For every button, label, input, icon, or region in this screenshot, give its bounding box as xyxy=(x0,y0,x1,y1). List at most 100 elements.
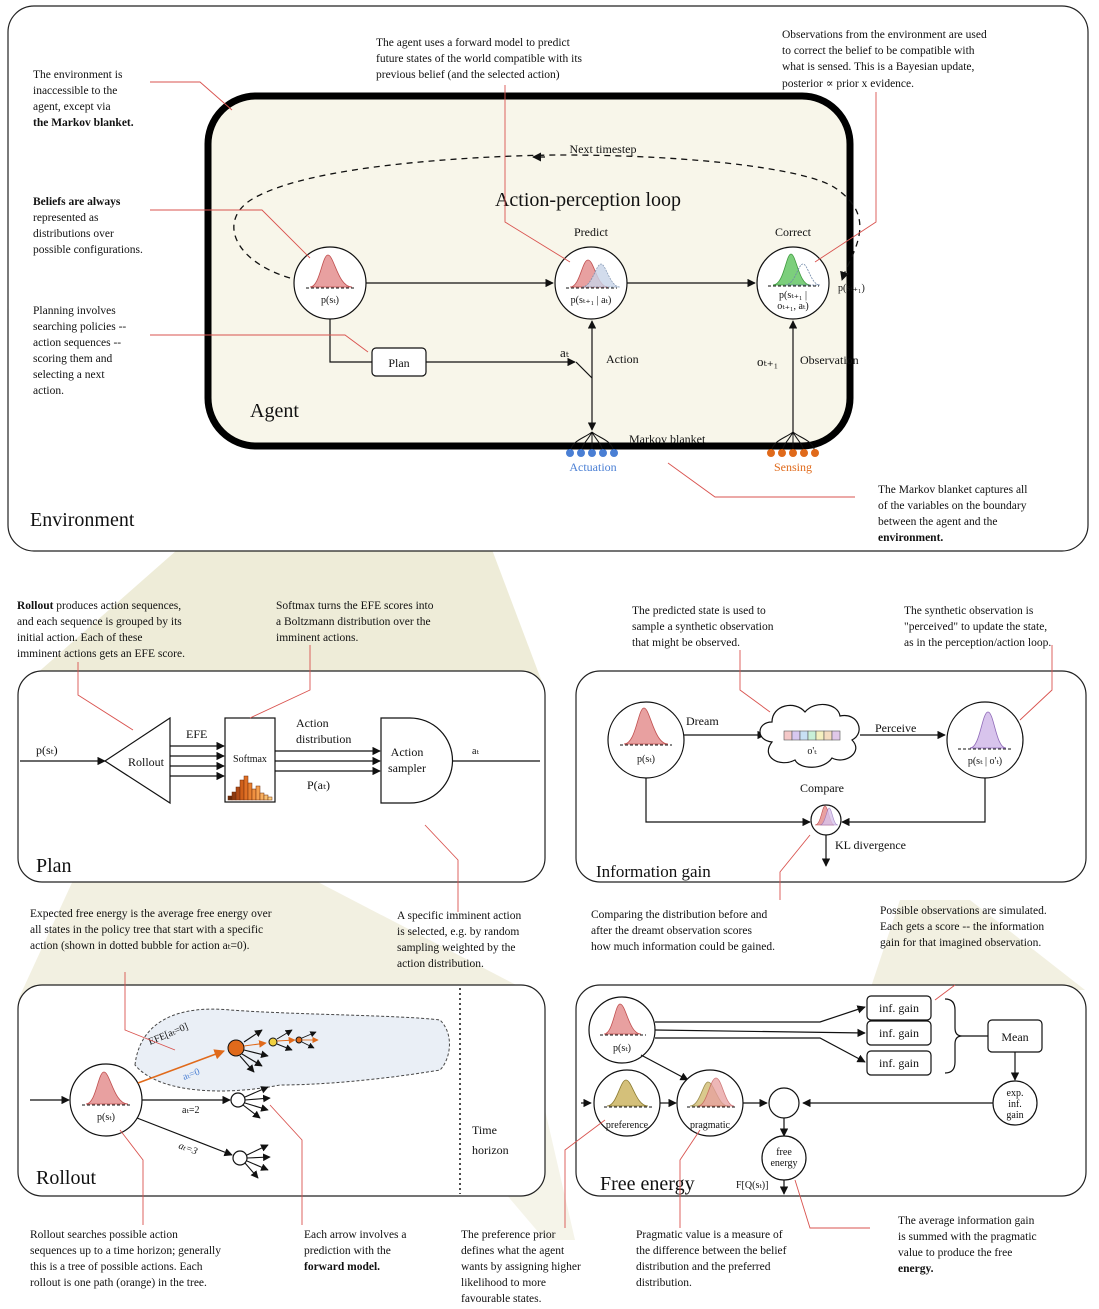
belief-curve xyxy=(309,254,353,288)
node-a2-children xyxy=(242,1086,271,1119)
node-a0-children xyxy=(239,1029,269,1073)
ann-compare: Comparing the distribution before and af… xyxy=(591,909,775,953)
posterior-curve xyxy=(969,711,1007,749)
svg-text:previous belief (and the selec: previous belief (and the selected action… xyxy=(376,69,560,81)
ann-preference: The preference prior defines what the ag… xyxy=(461,1229,581,1305)
branch-a2-label: aₜ=2 xyxy=(182,1105,200,1116)
node-a0-next-children xyxy=(276,1029,296,1051)
svg-text:Planning involves: Planning involves xyxy=(33,305,116,317)
posterior-to-compare-line xyxy=(841,778,986,827)
obs-label: Observation xyxy=(800,353,859,367)
svg-text:Rollout produces action sequen: Rollout produces action sequences, xyxy=(17,600,181,612)
svg-text:Observations from the environm: Observations from the environment are us… xyxy=(782,29,987,41)
preference-curve xyxy=(606,1079,649,1107)
svg-text:searching policies --: searching policies -- xyxy=(33,321,126,333)
action-distribution-label-1: Action xyxy=(296,716,329,730)
node-a0-leaf-children xyxy=(301,1031,319,1049)
pragmatic-curve-belief xyxy=(697,1077,735,1107)
action-distribution-label-2: distribution xyxy=(296,732,351,746)
svg-text:imminent actions.: imminent actions. xyxy=(276,632,359,644)
svg-text:energy.: energy. xyxy=(898,1263,934,1275)
ann-plan-sampler: A specific imminent action is selected, … xyxy=(397,910,521,970)
svg-text:rollout is one path (orange) i: rollout is one path (orange) in the tree… xyxy=(30,1277,207,1289)
action-sampler-shape xyxy=(380,717,454,804)
correct-curve xyxy=(772,253,811,286)
svg-text:to correct the belief to be co: to correct the belief to be compatible w… xyxy=(782,45,975,57)
svg-text:The environment is: The environment is xyxy=(33,69,123,81)
svg-text:prediction with the: prediction with the xyxy=(304,1245,391,1257)
ann-planning: Planning involves searching policies -- … xyxy=(33,305,126,397)
svg-text:sampling weighted by the: sampling weighted by the xyxy=(397,942,516,954)
svg-text:value to produce the free: value to produce the free xyxy=(898,1247,1012,1259)
fe-belief-curve xyxy=(603,1003,642,1035)
ann-possible: Possible observations are simulated. Eac… xyxy=(880,905,1047,949)
svg-text:the difference between the bel: the difference between the belief xyxy=(636,1245,787,1257)
plan-input-label: p(sₜ) xyxy=(36,743,58,757)
ann-markov: The Markov blanket captures all of the v… xyxy=(878,484,1027,544)
rollout-label: Rollout xyxy=(128,755,165,769)
belief-node-label: p(sₜ) xyxy=(321,295,339,306)
fe-annotation-lines xyxy=(564,984,956,1229)
mean-label: Mean xyxy=(1001,1030,1028,1044)
svg-text:The preference prior: The preference prior xyxy=(461,1229,556,1241)
svg-text:forward model.: forward model. xyxy=(304,1261,380,1273)
efe-arrows xyxy=(170,741,225,781)
svg-text:represented as: represented as xyxy=(33,212,99,224)
svg-text:A specific imminent action: A specific imminent action xyxy=(397,910,521,922)
svg-text:wants by assigning higher: wants by assigning higher xyxy=(461,1261,581,1273)
svg-text:environment.: environment. xyxy=(878,532,943,544)
infgain-label-1: inf. gain xyxy=(879,1001,919,1015)
ann-plan-softmax: Softmax turns the EFE scores into a Bolt… xyxy=(276,600,434,644)
rollout-annotation-lines xyxy=(119,972,303,1225)
svg-text:the Markov blanket.: the Markov blanket. xyxy=(33,117,134,129)
svg-text:distribution.: distribution. xyxy=(636,1277,692,1289)
actuation-dots xyxy=(566,449,618,457)
agent-box xyxy=(204,92,854,450)
loop-title: Action-perception loop xyxy=(495,189,681,211)
svg-text:all states in the policy tree: all states in the policy tree that start… xyxy=(30,924,263,936)
svg-text:is selected, e.g. by random: is selected, e.g. by random xyxy=(397,926,519,938)
softmax-histogram xyxy=(227,775,273,801)
svg-text:action.: action. xyxy=(33,385,64,397)
svg-text:after the dreamt observation: after the dreamt observation scores xyxy=(591,925,752,937)
branch-a0-arrow xyxy=(137,1049,225,1084)
belief-to-compare-line xyxy=(645,778,811,827)
correct-label: Correct xyxy=(775,225,812,239)
environment-label: Environment xyxy=(30,509,135,531)
p-at-label: P(aₜ) xyxy=(307,778,330,792)
svg-text:action distribution.: action distribution. xyxy=(397,958,484,970)
next-timestep-label: Next timestep xyxy=(570,142,637,156)
posterior-label: p(sₜ | o'ₜ) xyxy=(968,756,1002,767)
svg-text:initial action. Each of these: initial action. Each of these xyxy=(17,632,143,644)
svg-text:Comparing the distribution bef: Comparing the distribution before and xyxy=(591,909,768,921)
exp-label-1: exp. xyxy=(1007,1088,1024,1099)
pragmatic-label: pragmatic xyxy=(690,1120,731,1131)
ann-efe: Expected free energy is the average free… xyxy=(30,908,272,952)
info-belief-label: p(sₜ) xyxy=(637,754,655,765)
svg-text:likelihood to more: likelihood to more xyxy=(461,1277,546,1289)
svg-text:Expected free energy is the av: Expected free energy is the average free… xyxy=(30,908,272,920)
sensing-dots xyxy=(767,449,819,457)
svg-text:favourable states.: favourable states. xyxy=(461,1293,542,1305)
infgain-box-2 xyxy=(866,1020,932,1046)
plan-output-label: aₜ xyxy=(472,746,479,757)
svg-text:Possible observations are simu: Possible observations are simulated. xyxy=(880,905,1047,917)
compare-curve-posterior xyxy=(819,807,839,826)
time-horizon-label-2: horizon xyxy=(472,1143,509,1157)
svg-text:sequences up to a time horizon: sequences up to a time horizon; generall… xyxy=(30,1245,221,1257)
ann-arrow: Each arrow involves a prediction with th… xyxy=(304,1229,407,1273)
svg-text:a Boltzmann distribution over: a Boltzmann distribution over the xyxy=(276,616,431,628)
info-gain-title: Information gain xyxy=(596,862,711,881)
ann-perceived: The synthetic observation is "perceived"… xyxy=(904,605,1051,649)
agent-label: Agent xyxy=(250,400,299,422)
ann-env: The environment is inaccessible to the a… xyxy=(33,69,134,129)
correct-out-label: p(sₜ₊₁) xyxy=(838,283,865,294)
synthetic-obs-label: o'ₜ xyxy=(807,746,817,757)
node-a0-next xyxy=(268,1037,278,1047)
svg-text:of the variables on the bounda: of the variables on the boundary xyxy=(878,500,1027,512)
dream-label: Dream xyxy=(686,714,719,728)
ann-pragmatic: Pragmatic value is a measure of the diff… xyxy=(636,1229,787,1289)
svg-text:what is sensed. This is a Baye: what is sensed. This is a Bayesian updat… xyxy=(782,61,975,73)
infgain-label-3: inf. gain xyxy=(879,1056,919,1070)
svg-text:selecting a next: selecting a next xyxy=(33,369,105,381)
